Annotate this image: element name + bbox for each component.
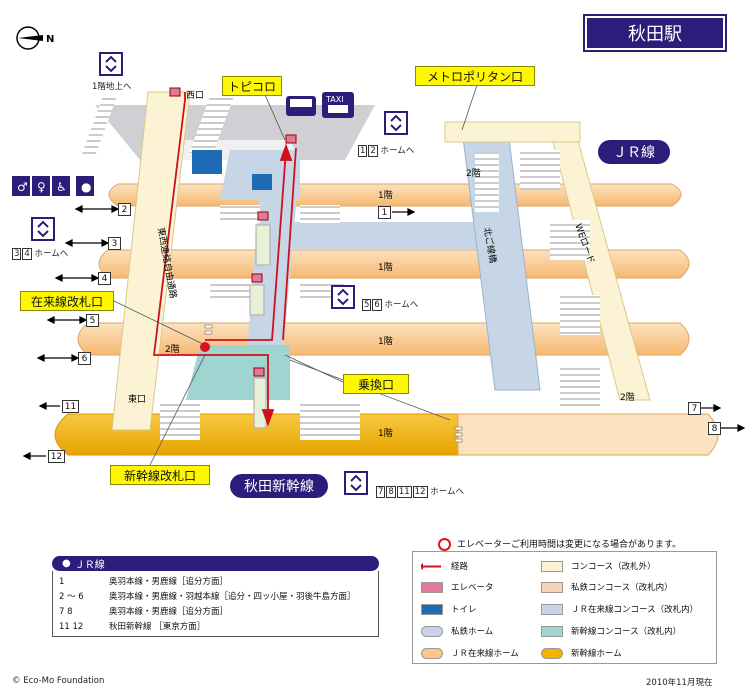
platform-num-3: 3 bbox=[108, 237, 121, 250]
exit-nishi: 西口 bbox=[186, 90, 204, 101]
elevator-notice: エレベーターご利用時間は変更になる場合があります。 bbox=[438, 537, 681, 551]
shinkansen-concourse-swatch-icon bbox=[541, 626, 563, 637]
legend-route: 経路 bbox=[421, 560, 468, 572]
platform-num-5: 5 bbox=[86, 314, 99, 327]
platform-num-1: 1 bbox=[378, 206, 391, 219]
notice-circle-icon bbox=[438, 538, 451, 551]
shinkansen-concourse bbox=[186, 345, 290, 400]
legend-jr-home: ＪＲ在来線ホーム bbox=[421, 647, 519, 659]
floor-label-1f-c: 1階 bbox=[378, 336, 393, 347]
platform-num-4: 4 bbox=[98, 272, 111, 285]
shinkansen-home-swatch-icon bbox=[541, 648, 563, 659]
elevator-sign-34 bbox=[32, 218, 54, 240]
toilet-swatch-icon bbox=[421, 604, 443, 615]
legend-concourse-out: コンコース（改札外） bbox=[541, 560, 656, 572]
compass-label: N bbox=[46, 34, 54, 45]
floor-label-2f-left: 2階 bbox=[165, 344, 180, 355]
legend-shinkansen-concourse: 新幹線コンコース（改札内） bbox=[541, 625, 681, 637]
elevator-sign-1f bbox=[100, 53, 122, 75]
exit-higashi: 東口 bbox=[128, 393, 146, 405]
gate-zairai: 在来線改札口 bbox=[20, 291, 114, 311]
route-arrow-icon bbox=[421, 561, 443, 572]
floor-label-1f-d: 1階 bbox=[378, 428, 393, 439]
floor-label-2f-right: 2階 bbox=[620, 392, 635, 403]
jr-concourse-swatch-icon bbox=[541, 604, 563, 615]
legend-shinkansen-home: 新幹線ホーム bbox=[541, 647, 622, 659]
home-7812-text: ホームへ bbox=[430, 487, 464, 497]
ref-6: 6 bbox=[372, 299, 381, 311]
platform-num-2: 2 bbox=[118, 203, 131, 216]
ref-4: 4 bbox=[22, 248, 31, 260]
jr-legend-header: ● ＪＲ線 bbox=[52, 556, 379, 571]
bus-icon bbox=[286, 96, 316, 116]
legend-jr-concourse: ＪＲ在来線コンコース（改札内） bbox=[541, 603, 698, 615]
private-home-swatch-icon bbox=[421, 626, 443, 637]
svg-text:♀: ♀ bbox=[37, 180, 46, 194]
note-1f-ground: 1階地上へ bbox=[92, 80, 131, 92]
platform-num-8: 8 bbox=[708, 422, 721, 435]
jr-line-badge: ＪＲ線 bbox=[598, 140, 670, 164]
home-12-text: ホームへ bbox=[381, 146, 415, 156]
elevator-sign-56 bbox=[332, 286, 354, 308]
legend-elevator: エレベータ bbox=[421, 581, 494, 593]
concourse-out-swatch-icon bbox=[541, 561, 563, 572]
platform-num-11: 11 bbox=[62, 400, 79, 413]
home-34-text: ホームへ bbox=[35, 249, 69, 259]
platform-num-7: 7 bbox=[688, 402, 701, 415]
date-stamp: 2010年11月現在 bbox=[646, 676, 712, 688]
private-concourse-swatch-icon bbox=[541, 582, 563, 593]
taxi-label: TAXI bbox=[325, 95, 344, 104]
map-legend: 経路 エレベータ トイレ 私鉄ホーム ＪＲ在来線ホーム コンコース（改札外） 私… bbox=[412, 551, 717, 664]
shinkansen-badge: 秋田新幹線 bbox=[230, 474, 328, 498]
platform-num-6: 6 bbox=[78, 352, 91, 365]
exit-metropolitan: メトロポリタン口 bbox=[415, 66, 535, 86]
taxi-icon: TAXI bbox=[322, 92, 354, 118]
platform-num-12: 12 bbox=[48, 450, 65, 463]
toilet-block bbox=[192, 150, 222, 174]
floor-label-1f-a: 1階 bbox=[378, 190, 393, 201]
svg-text:♂: ♂ bbox=[17, 180, 28, 194]
ref-2: 2 bbox=[368, 145, 377, 157]
floor-label-2f-kita: 2階 bbox=[466, 168, 481, 179]
ref-1: 1 bbox=[358, 145, 367, 157]
toilet-block-2 bbox=[252, 174, 272, 190]
jr-home-swatch-icon bbox=[421, 648, 443, 659]
home-56-text: ホームへ bbox=[385, 300, 419, 310]
legend-toilet: トイレ bbox=[421, 603, 477, 615]
ref-5: 5 bbox=[362, 299, 371, 311]
exit-topicolo: トピコロ bbox=[222, 76, 282, 96]
copyright: © Eco-Mo Foundation bbox=[12, 676, 104, 686]
elevator-sign-shin bbox=[345, 472, 367, 494]
legend-private-home: 私鉄ホーム bbox=[421, 625, 493, 637]
gate-shinkansen: 新幹線改札口 bbox=[110, 465, 210, 485]
station-title: 秋田駅 bbox=[583, 14, 727, 52]
elevator-sign-12 bbox=[385, 112, 407, 134]
floor-label-1f-b: 1階 bbox=[378, 262, 393, 273]
ref-3: 3 bbox=[12, 248, 21, 260]
restroom-icons: ♂ ♀ ♿ ● bbox=[12, 176, 94, 196]
compass-icon: N bbox=[17, 27, 54, 49]
svg-text:♿: ♿ bbox=[56, 180, 67, 194]
svg-text:●: ● bbox=[81, 180, 91, 194]
elevator-swatch-icon bbox=[421, 582, 443, 593]
gate-norikae: 乗換口 bbox=[343, 374, 409, 394]
legend-private-concourse: 私鉄コンコース（改札内） bbox=[541, 581, 673, 593]
